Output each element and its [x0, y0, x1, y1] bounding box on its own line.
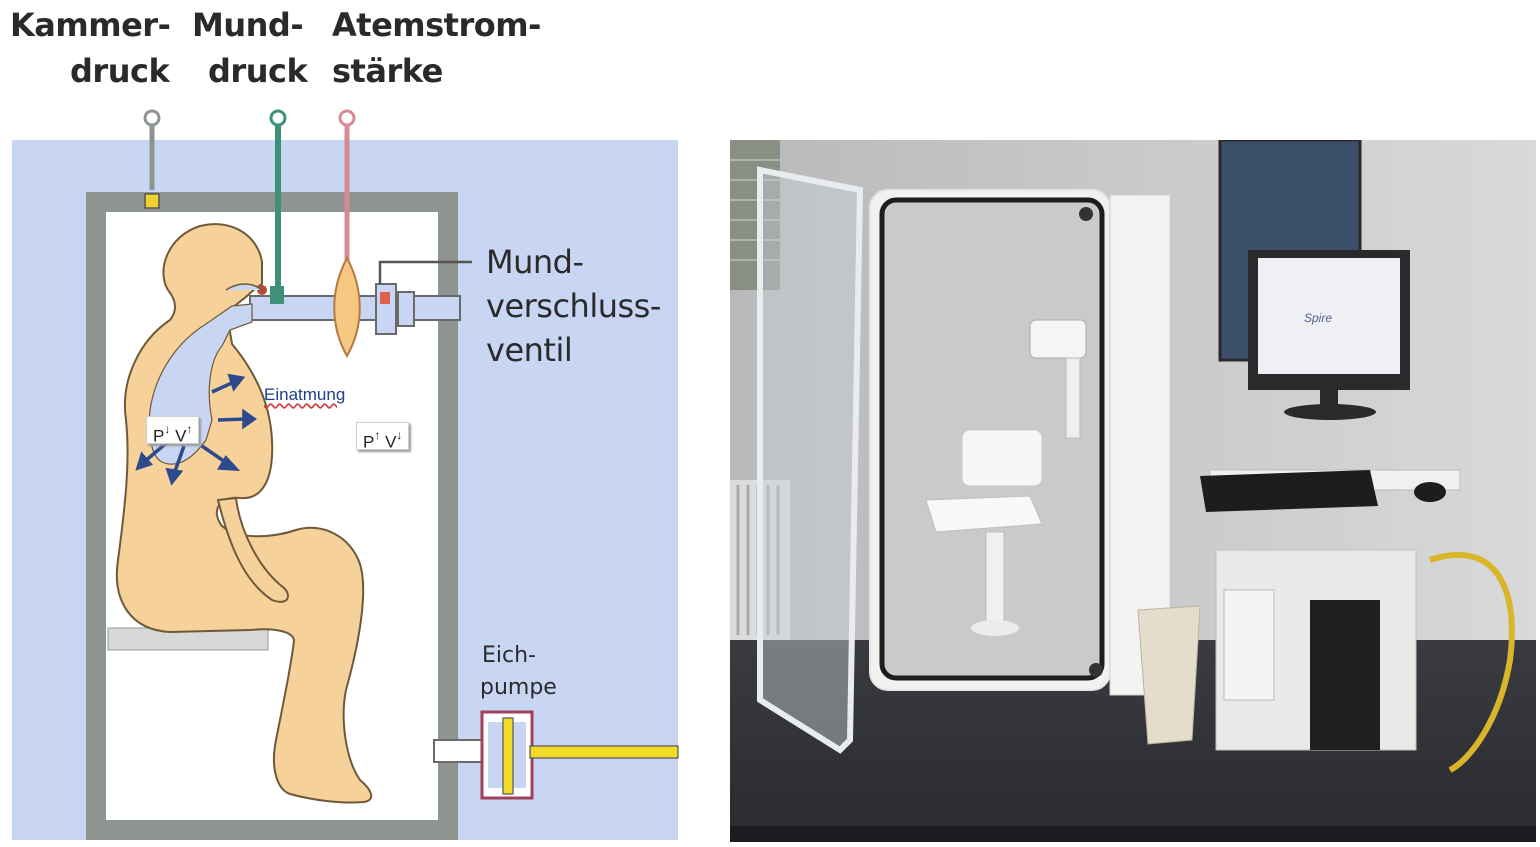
cart-module — [1223, 589, 1275, 701]
mouth-shutter-valve — [375, 283, 397, 335]
label-atemstrom-line1: Atemstrom- — [332, 6, 541, 44]
monitor-logo: Spire — [1304, 311, 1332, 325]
monitor-base — [1284, 404, 1376, 420]
person-arm — [216, 496, 289, 603]
monitor-stand — [1320, 390, 1338, 408]
atemstrom-sensor-icon — [338, 109, 356, 127]
pv-chamber-v-arrow-icon: ↓ — [396, 428, 403, 442]
pump-inlet-tube — [433, 739, 485, 763]
label-ventil-line1: Mund- — [486, 243, 584, 281]
gas-hose — [1429, 552, 1515, 773]
pump-rod — [529, 745, 679, 759]
blind-slats — [730, 159, 780, 261]
plethysmograph-photo: Spire — [730, 140, 1536, 842]
label-eichpumpe-line2: pumpe — [480, 675, 557, 700]
valve-pointer-line — [378, 260, 472, 284]
kammerdruck-sensor-block — [144, 193, 160, 209]
label-munddruck-line2: druck — [208, 52, 308, 90]
label-einatmung: Einatmung — [264, 385, 346, 404]
cabin-door-glass — [757, 166, 864, 754]
mouse-icon — [1414, 482, 1446, 502]
diagram-drawing — [12, 109, 679, 840]
mouthpiece-arm — [1065, 357, 1081, 439]
kammerdruck-sensor-icon — [143, 109, 161, 127]
munddruck-tap — [270, 286, 284, 304]
label-munddruck-line1: Mund- — [192, 6, 304, 44]
pv-box-chamber: P↑ V↓ — [356, 422, 410, 452]
photo-bottom-strip — [730, 826, 1536, 842]
label-kammerdruck-line2: druck — [70, 52, 170, 90]
pv-lung-p-arrow-icon: ↓ — [164, 422, 171, 436]
valve-red-marker — [380, 292, 390, 304]
pv-chamber-v: V — [385, 432, 397, 452]
chair-base — [971, 620, 1019, 636]
valve-flange — [397, 291, 415, 327]
pv-chamber-p: P — [363, 432, 375, 452]
pump-piston — [502, 717, 514, 795]
window-blinds — [730, 140, 780, 290]
pv-chamber-p-arrow-icon: ↑ — [374, 428, 381, 442]
cabin-bolt — [1079, 207, 1093, 221]
mouthpiece-assembly — [1029, 319, 1087, 359]
pv-lung-v: V — [175, 426, 187, 446]
person-nasal-cavity — [225, 283, 263, 291]
pv-lung-p: P — [153, 426, 165, 446]
cabin-bolt-2 — [1089, 663, 1103, 677]
pneumotachograph — [333, 255, 361, 359]
label-ventil-line3: ventil — [486, 331, 573, 369]
chair-backrest-icon — [961, 429, 1043, 487]
chair-seat-icon — [925, 495, 1043, 533]
wastebasket — [1137, 605, 1201, 745]
computer-tower — [1310, 600, 1380, 750]
pv-lung-v-arrow-icon: ↑ — [186, 422, 193, 436]
chair-post — [985, 531, 1005, 623]
pv-box-lung: P↓ V↑ — [146, 416, 200, 446]
keyboard-icon — [1200, 470, 1378, 512]
label-atemstrom-line2: stärke — [332, 52, 443, 90]
munddruck-sensor-icon — [269, 109, 287, 127]
body-plethysmograph-diagram: Kammer- druck Mund- druck Atemstrom- stä… — [0, 0, 700, 847]
label-ventil-line2: verschluss- — [486, 287, 661, 325]
monitor-screen — [1258, 258, 1400, 374]
photo-drawing: Spire — [730, 140, 1536, 842]
label-kammerdruck-line1: Kammer- — [10, 6, 171, 44]
label-eichpumpe-line1: Eich- — [482, 643, 536, 668]
